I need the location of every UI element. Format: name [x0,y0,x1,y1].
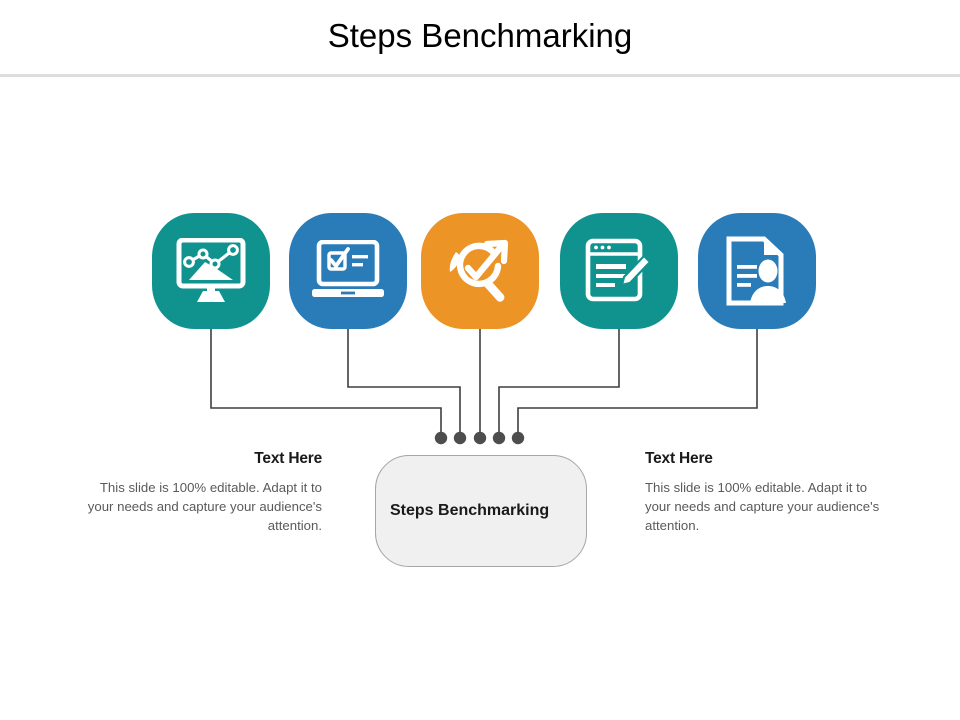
center-node[interactable]: Steps Benchmarking [375,455,587,567]
connector-lines [210,327,758,445]
text-block-right-body: This slide is 100% editable. Adapt it to… [645,480,880,533]
window-edit-icon [585,238,653,304]
header-divider [0,74,960,77]
icon-badge-4[interactable] [560,213,678,329]
text-block-left-heading: Text Here [254,450,322,467]
text-block-right: Text Here This slide is 100% editable. A… [645,450,895,535]
icon-badge-1[interactable] [152,213,270,329]
text-block-right-heading: Text Here [645,450,713,467]
slide-header: Steps Benchmarking [0,0,960,77]
text-block-left-body: This slide is 100% editable. Adapt it to… [87,480,322,533]
icon-badge-2[interactable] [289,213,407,329]
document-profile-icon [724,235,790,307]
target-growth-arrow-icon [443,236,517,306]
monitor-chart-icon [175,238,247,304]
steps-benchmarking-diagram: Steps Benchmarking Text Here This slide … [0,75,960,720]
icon-badge-5[interactable] [698,213,816,329]
connector-dots [434,431,525,445]
page-title: Steps Benchmarking [327,17,633,54]
text-block-left: Text Here This slide is 100% editable. A… [72,450,322,535]
laptop-checklist-icon [310,240,386,302]
icon-badge-3[interactable] [421,213,539,329]
center-node-label: Steps Benchmarking [390,502,550,519]
